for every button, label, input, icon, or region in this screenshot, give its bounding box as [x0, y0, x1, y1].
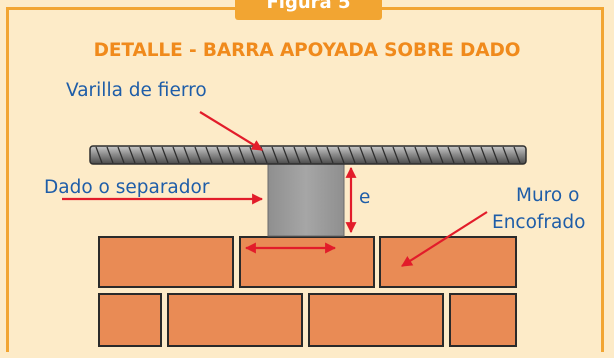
brick	[449, 293, 517, 347]
dado-block	[267, 162, 345, 237]
brick	[167, 293, 303, 347]
brick	[379, 236, 517, 288]
label-muro-line2: Encofrado	[492, 212, 586, 233]
brick	[98, 236, 234, 288]
arrow-varilla	[199, 111, 263, 151]
label-muro-line1: Muro o	[516, 185, 580, 206]
brick-wall	[98, 236, 517, 347]
label-dado: Dado o separador	[44, 177, 210, 198]
brick	[239, 236, 375, 288]
diagram-title: DETALLE - BARRA APOYADA SOBRE DADO	[93, 40, 521, 61]
label-e: e	[359, 187, 371, 208]
arrow-muro	[401, 211, 488, 267]
label-varilla: Varilla de fierro	[66, 80, 207, 101]
brick	[308, 293, 444, 347]
figure-tab-label: Figura 5	[266, 0, 351, 13]
rebar	[89, 145, 527, 165]
brick	[98, 293, 162, 347]
figure-tab: Figura 5	[235, 0, 382, 20]
